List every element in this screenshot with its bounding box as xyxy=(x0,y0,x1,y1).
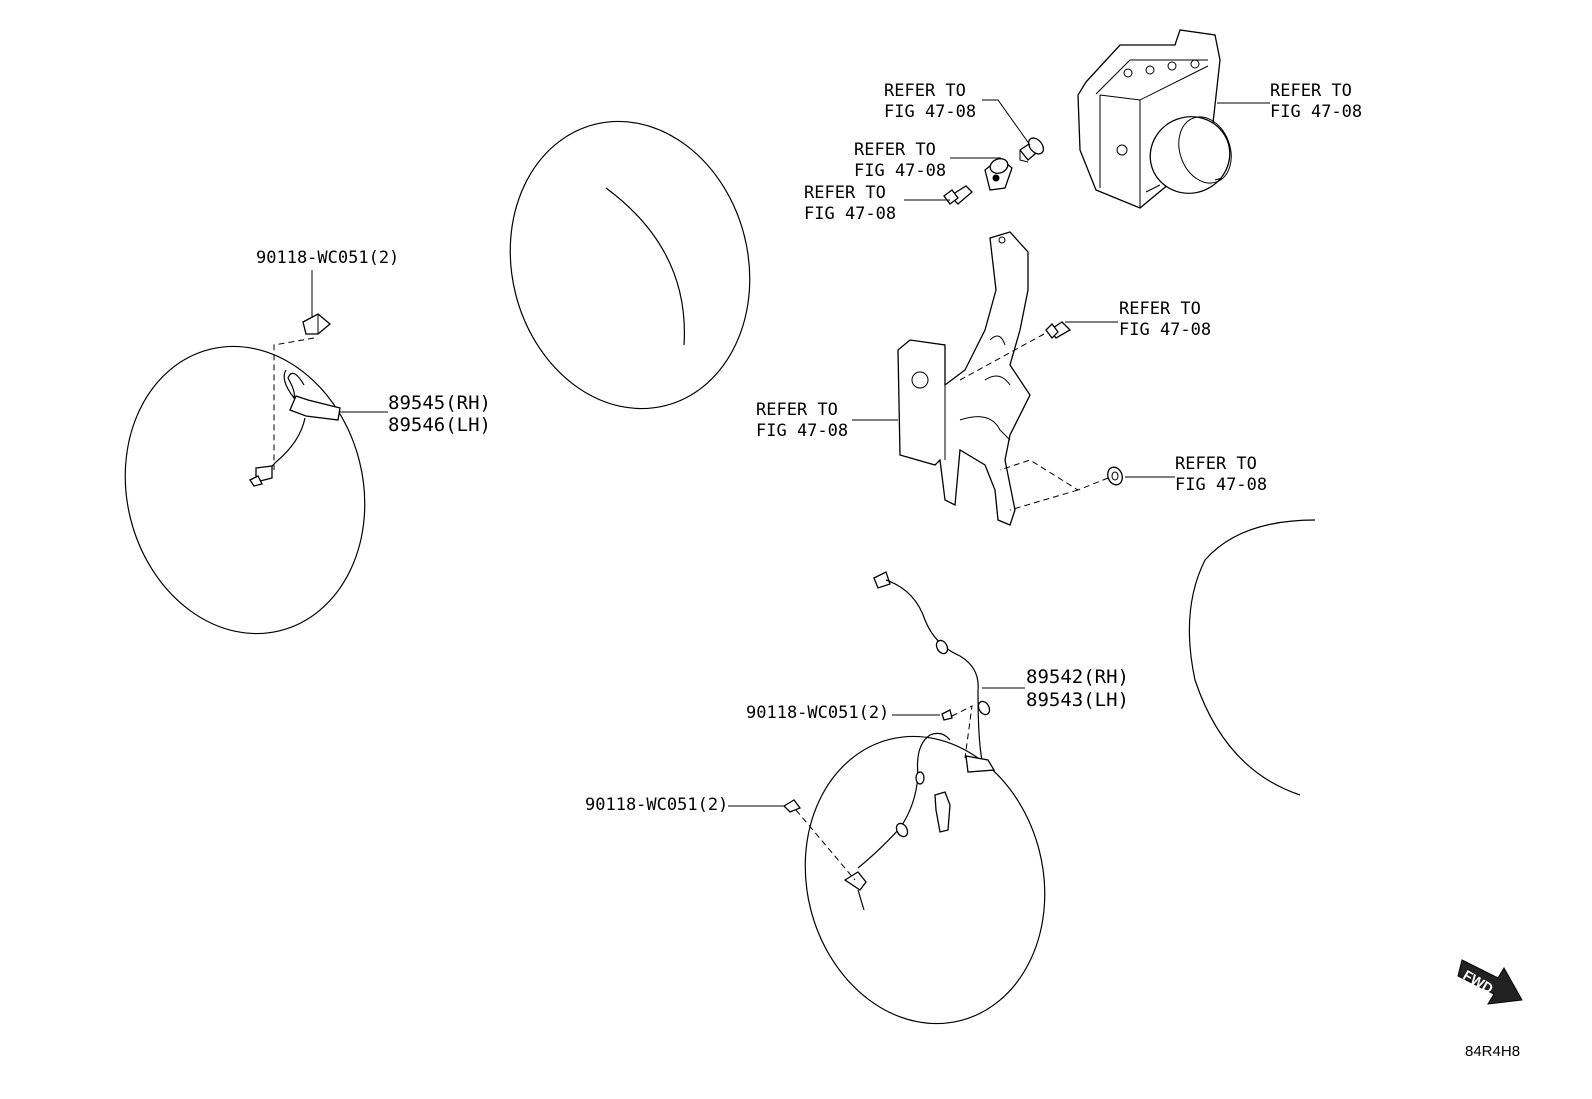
bolt-top-ref-line2: FIG 47-08 xyxy=(884,102,976,122)
rear-sensor-part-number-lh: 89546(LH) xyxy=(388,414,491,436)
front-sensor-bolt-lower xyxy=(782,799,802,813)
abs-actuator-ref-line1: REFER TO xyxy=(1270,81,1352,101)
front-bolt-lower-part-number: 90118-WC051(2) xyxy=(585,795,728,815)
bolt-top-ref-line1: REFER TO xyxy=(884,81,966,101)
nut-ref-line2: FIG 47-08 xyxy=(1175,475,1267,495)
illustration-code: 84R4H8 xyxy=(1465,1043,1520,1060)
grommet-ref-line2: FIG 47-08 xyxy=(854,161,946,181)
front-sensor-part-number-rh: 89542(RH) xyxy=(1026,666,1129,688)
actuator-bracket xyxy=(897,231,1031,526)
front-wheel-outline xyxy=(804,735,1046,1025)
rear-speed-sensor xyxy=(249,369,341,487)
bracket-ref-line2: FIG 47-08 xyxy=(756,421,848,441)
bracket-bolt-ref-line2: FIG 47-08 xyxy=(1119,320,1211,340)
abs-actuator xyxy=(1077,29,1232,209)
actuator-bolt xyxy=(1019,137,1045,163)
abs-actuator-ref-line2: FIG 47-08 xyxy=(1270,102,1362,122)
bracket-bolt-ref-line1: REFER TO xyxy=(1119,299,1201,319)
actuator-small-bolt xyxy=(943,185,973,205)
bolt-small-ref-line1: REFER TO xyxy=(804,183,886,203)
front-speed-sensor xyxy=(843,571,996,911)
front-sensor-bolt-upper xyxy=(941,709,953,721)
bracket-bolt xyxy=(1045,321,1072,339)
grommet-ref-line1: REFER TO xyxy=(854,140,936,160)
fwd-direction-arrow-icon: FWD xyxy=(1457,959,1523,1005)
right-wheel-outline-partial xyxy=(1188,519,1316,796)
front-sensor-part-number-lh: 89543(LH) xyxy=(1026,689,1129,711)
bracket-ref-line1: REFER TO xyxy=(756,400,838,420)
rear-wheel-outline xyxy=(124,345,366,635)
nut-ref-line1: REFER TO xyxy=(1175,454,1257,474)
rear-bolt-part-number: 90118-WC051(2) xyxy=(256,248,399,268)
bolt-small-ref-line2: FIG 47-08 xyxy=(804,204,896,224)
rear-sensor-bolt xyxy=(302,313,332,335)
rear-sensor-part-number-rh: 89545(RH) xyxy=(388,392,491,414)
bracket-nut xyxy=(1107,466,1123,486)
actuator-grommet xyxy=(984,157,1013,191)
front-bolt-upper-part-number: 90118-WC051(2) xyxy=(746,703,889,723)
spare-tire-outline xyxy=(509,120,751,410)
